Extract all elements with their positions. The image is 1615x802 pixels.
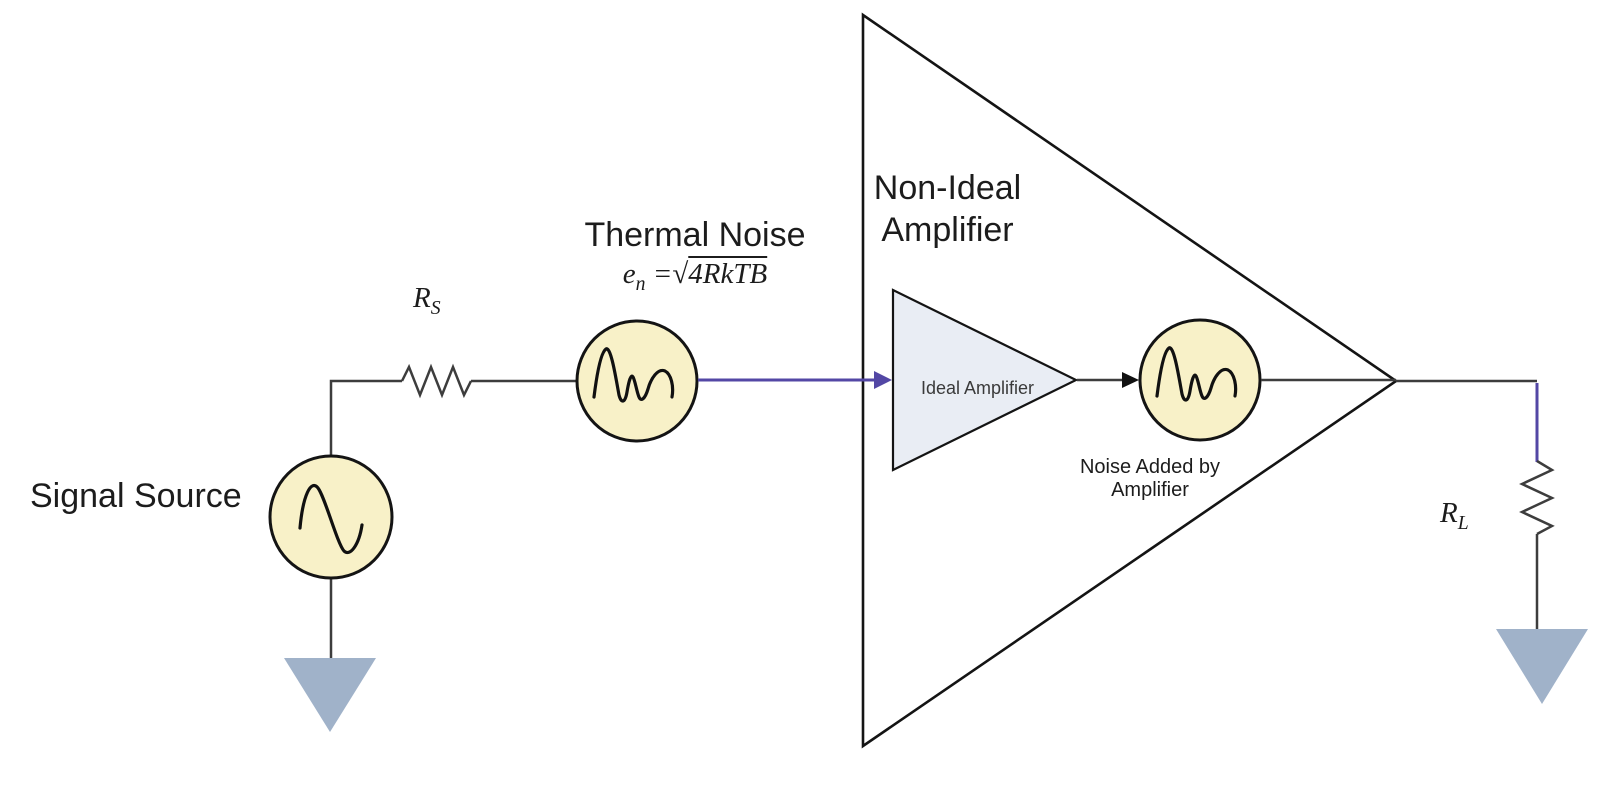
non-ideal-amplifier-label: Non-Ideal Amplifier <box>845 167 1050 251</box>
formula-equals: = <box>652 258 673 290</box>
formula-subscript: n <box>635 272 646 295</box>
amplifier-noise-label-line1: Noise Added by <box>1079 456 1221 478</box>
load-resistor-subscript: L <box>1457 511 1469 534</box>
load-resistor-symbol: R <box>1440 497 1458 529</box>
source-resistor-symbol: R <box>413 282 431 314</box>
signal-source-label: Signal Source <box>30 477 242 515</box>
radical-icon: √ <box>672 258 689 290</box>
ideal-amplifier-label: Ideal Amplifier <box>920 378 1035 398</box>
ground-icon <box>1496 629 1588 704</box>
thermal-noise-label: Thermal Noise <box>584 216 806 254</box>
load-resistor-label: RL <box>1440 497 1469 535</box>
ground-icon <box>284 658 376 732</box>
thermal-noise-formula: en =√4RkTB <box>558 258 832 296</box>
non-ideal-amplifier-label-line1: Non-Ideal <box>873 169 1022 207</box>
load-resistor-icon <box>1519 459 1555 536</box>
amplifier-output-arrow-icon <box>1077 372 1139 388</box>
amplifier-noise-source-icon <box>1138 318 1262 442</box>
thermal-noise-label-block: Thermal Noise en =√4RkTB <box>558 216 832 296</box>
amplifier-noise-label-line2: Amplifier <box>1111 479 1189 501</box>
formula-variable: e <box>622 258 636 290</box>
amplifier-noise-label: Noise Added by Amplifier <box>1057 456 1243 502</box>
ideal-amplifier-shape <box>891 288 1079 472</box>
non-ideal-amplifier-label-line2: Amplifier <box>881 211 1014 249</box>
source-resistor-subscript: S <box>430 296 441 319</box>
formula-radicand: 4RkTB <box>688 258 768 290</box>
signal-arrow-icon <box>698 371 892 389</box>
source-resistor-icon <box>400 363 473 399</box>
source-resistor-label: RS <box>413 282 441 320</box>
thermal-noise-source-icon <box>575 319 699 443</box>
wire <box>329 379 402 457</box>
signal-source-icon <box>268 454 394 580</box>
